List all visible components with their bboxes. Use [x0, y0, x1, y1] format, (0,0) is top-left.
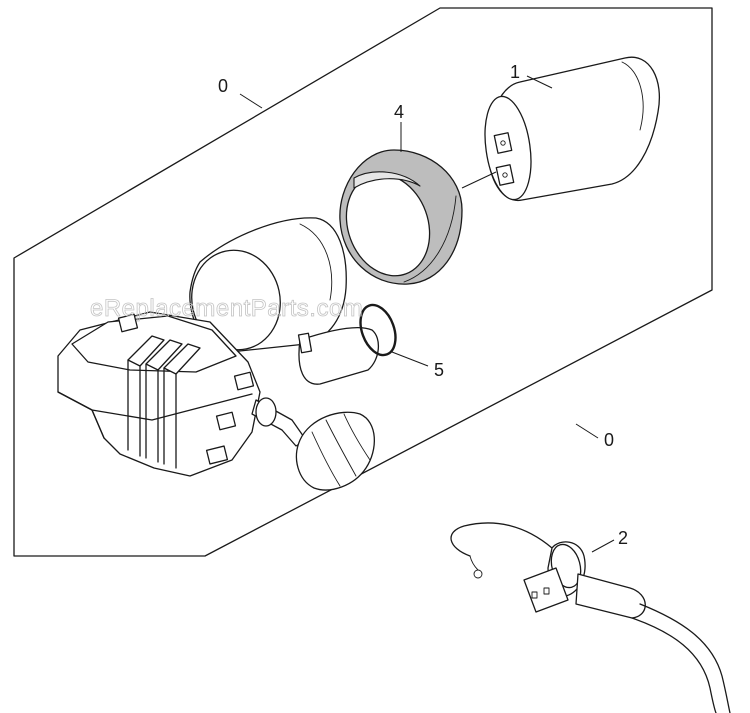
callout-1: 1: [510, 62, 520, 82]
callout-2-leader: [591, 539, 615, 553]
callout-2: 2: [618, 528, 628, 548]
ring-to-capacitor-line: [461, 171, 497, 189]
capacitor-part[interactable]: [479, 56, 660, 202]
o-ring-part[interactable]: [354, 300, 402, 360]
callout-1-leader: [526, 75, 553, 89]
watermark: eReplacementParts.com: [90, 295, 363, 322]
callout-0-right: 0: [604, 430, 614, 450]
callout-0-top-leader: [239, 93, 263, 109]
callout-0-right-leader: [575, 423, 599, 439]
callout-5-leader: [391, 351, 429, 367]
callout-5: 5: [434, 360, 444, 380]
capacitor-ring-part[interactable]: [333, 149, 463, 288]
pump-motor-assembly[interactable]: [57, 217, 379, 477]
callout-0-top: 0: [218, 76, 228, 96]
power-cord-part[interactable]: [450, 522, 731, 713]
impeller-knob[interactable]: [295, 411, 376, 491]
assembly-boundary: [13, 7, 713, 557]
callout-4: 4: [394, 102, 404, 122]
